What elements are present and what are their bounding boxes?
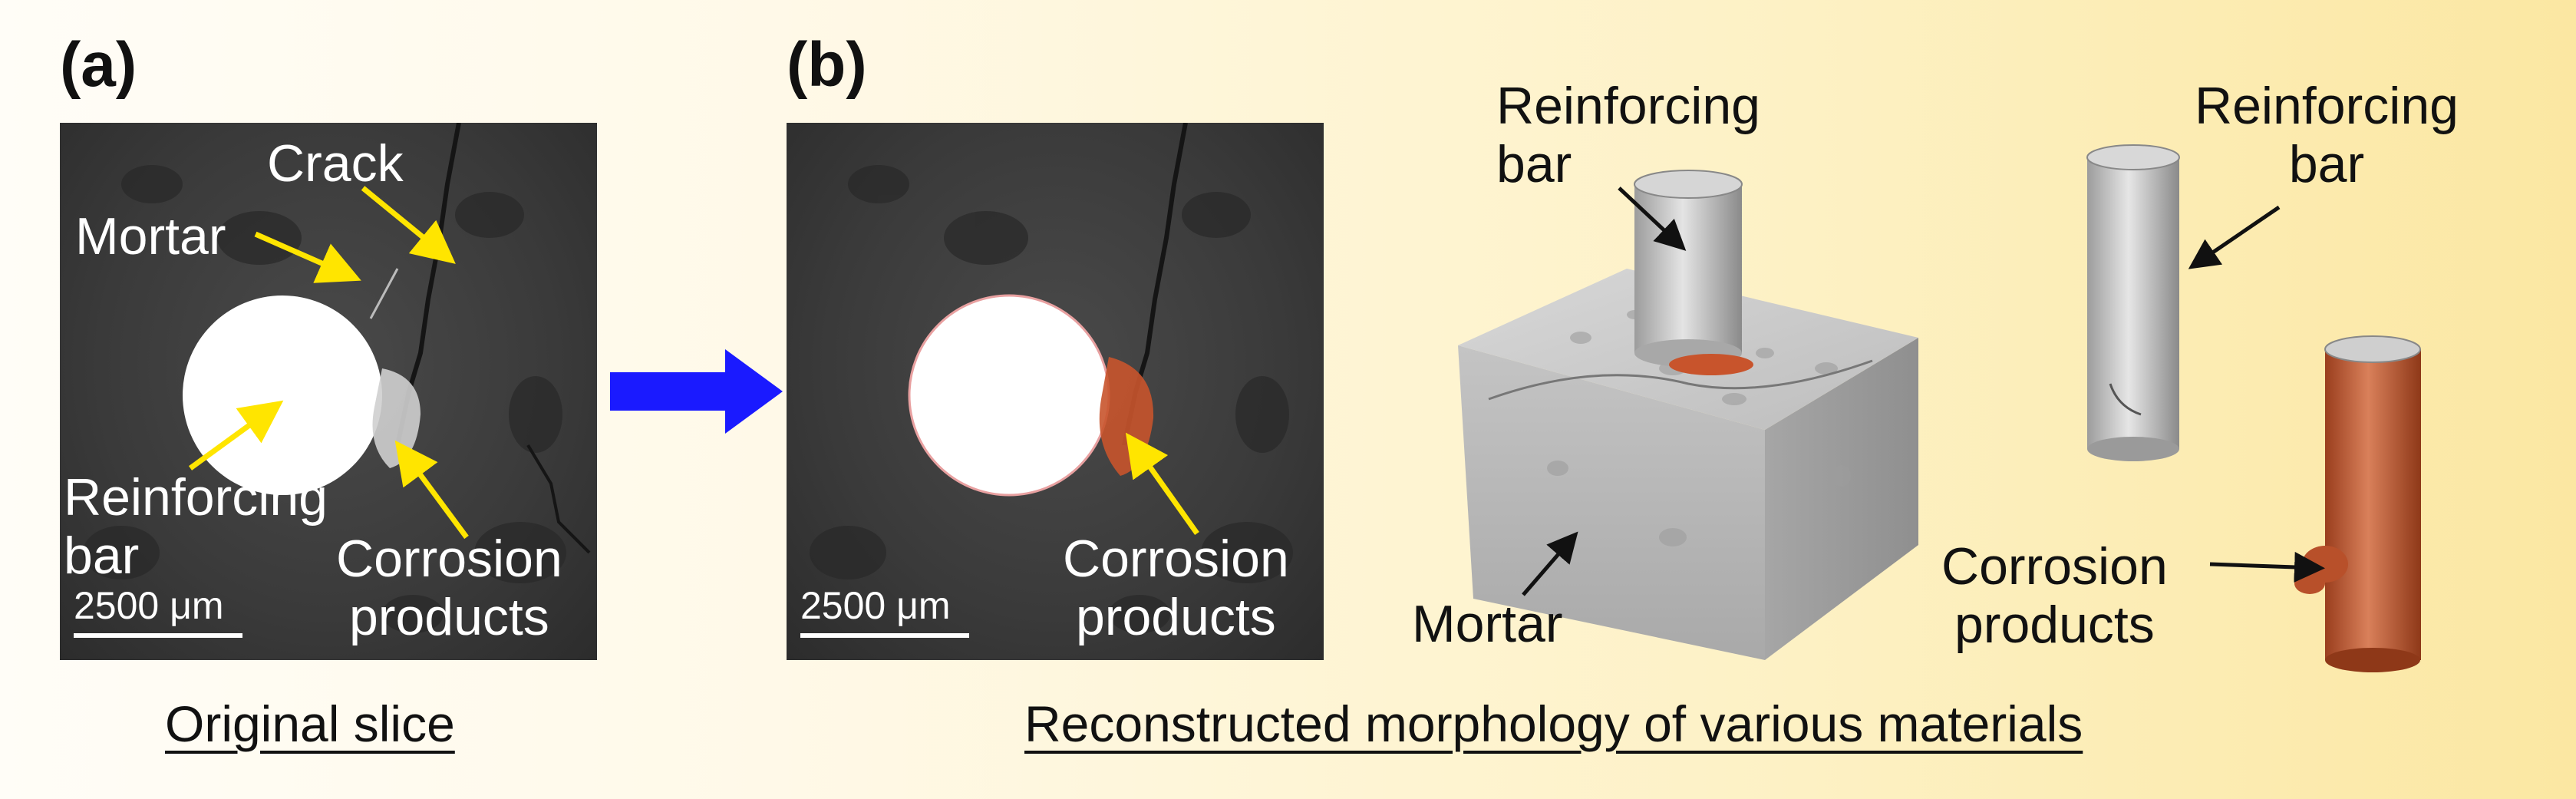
corrosion-arrow-right <box>2210 564 2317 568</box>
rebar-arrow-right <box>2195 207 2279 265</box>
